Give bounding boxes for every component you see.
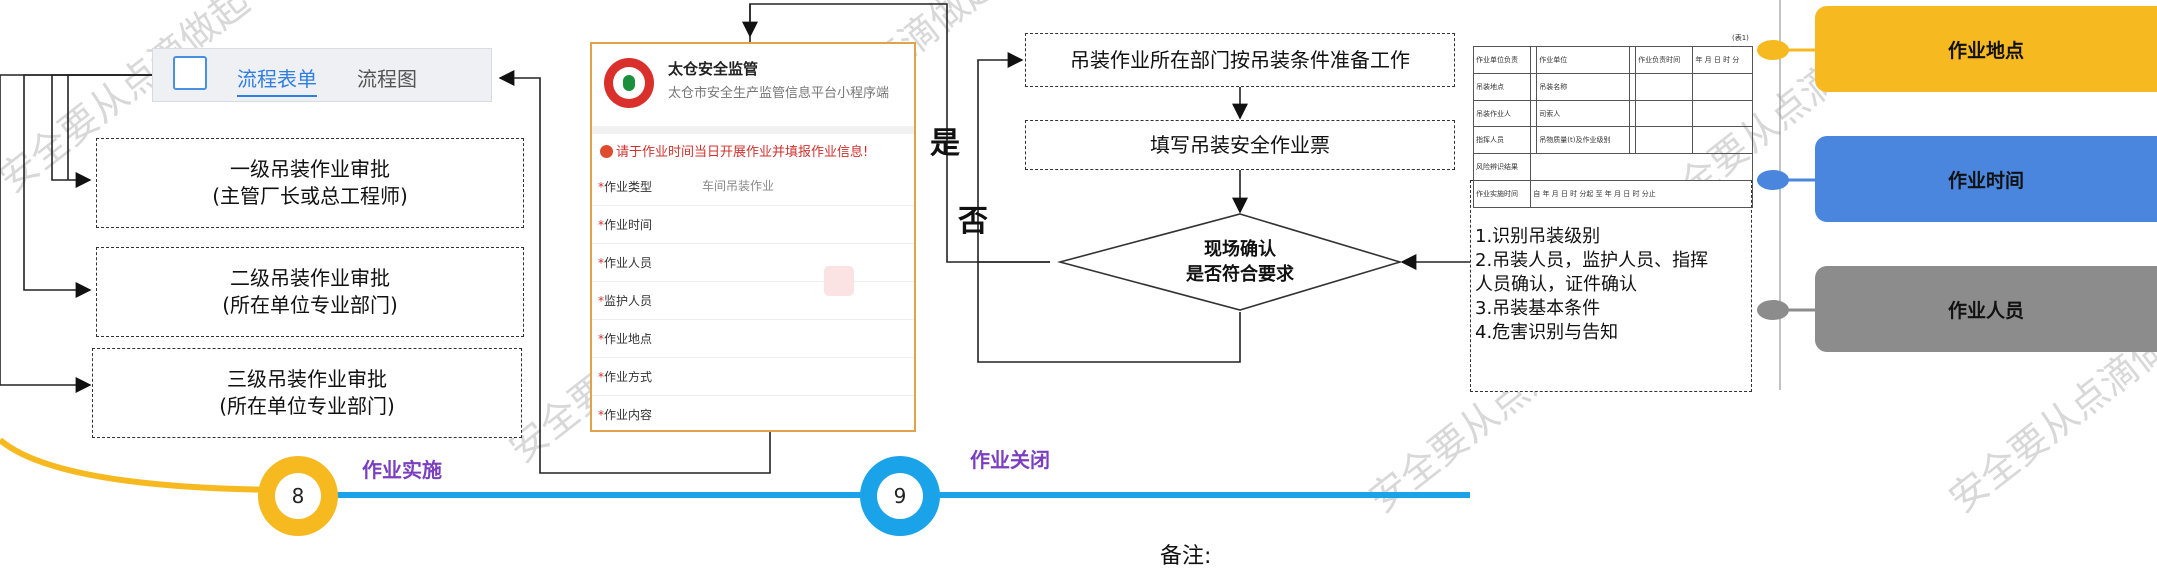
tab-flow-form[interactable]: 流程表单	[237, 63, 317, 97]
checklist-item: 人员确认，证件确认	[1475, 274, 1637, 295]
flow-step-ticket: 填写吊装安全作业票	[1025, 120, 1455, 170]
approval-title: 三级吊装作业审批	[227, 367, 387, 391]
checklist-box: 1.识别吊装级别 2.吊装人员，监护人员、指挥 人员确认，证件确认 3.吊装基本…	[1470, 180, 1752, 392]
field-label: 作业人员	[604, 256, 653, 270]
approval-approver: (所在单位专业部门)	[222, 293, 398, 317]
approval-title: 二级吊装作业审批	[230, 266, 390, 290]
field-value: 车间吊装作业	[702, 179, 775, 193]
capsule-location: 作业地点	[1815, 6, 2157, 92]
warning-text: 请于作业时间当日开展作业并填报作业信息!	[616, 145, 869, 160]
form-row-location[interactable]: *作业地点	[592, 320, 914, 358]
step-text: 填写吊装安全作业票	[1150, 132, 1330, 157]
capsule-label: 作业时间	[1947, 169, 2024, 192]
tab-bar: 流程表单 流程图	[152, 48, 492, 102]
yes-label: 是	[930, 126, 960, 161]
mobile-form: 太仓安全监管 太仓市安全生产监管信息平台小程序端 请于作业时间当日开展作业并填报…	[590, 42, 916, 432]
app-logo-icon	[604, 58, 654, 108]
form-row-time[interactable]: *作业时间	[592, 206, 914, 244]
field-label: 作业内容	[604, 408, 653, 422]
document-icon	[173, 56, 207, 90]
timeline-node-9: 9	[860, 456, 940, 536]
field-label: 监护人员	[604, 294, 653, 308]
no-label: 否	[958, 204, 988, 239]
approval-approver: (主管厂长或总工程师)	[212, 184, 408, 208]
checklist-item: 2.吊装人员，监护人员、指挥	[1475, 250, 1709, 271]
app-title: 太仓安全监管	[668, 60, 759, 78]
capsule-workers: 作业人员	[1815, 266, 2157, 352]
checklist-item: 4.危害识别与告知	[1475, 322, 1619, 343]
capsule-label: 作业人员	[1947, 299, 2024, 322]
warning-banner: 请于作业时间当日开展作业并填报作业信息!	[600, 141, 868, 160]
tab-flow-chart[interactable]: 流程图	[357, 67, 417, 91]
phase-label-implement: 作业实施	[362, 458, 442, 482]
timeline-number: 9	[893, 484, 907, 508]
note-label: 备注:	[1160, 544, 1212, 569]
flow-step-prepare: 吊装作业所在部门按吊装条件准备工作	[1025, 33, 1455, 87]
capsule-time: 作业时间	[1815, 136, 2157, 222]
form-row-guardians[interactable]: *监护人员	[592, 282, 914, 320]
form-row-method[interactable]: *作业方式	[592, 358, 914, 396]
ticket-table: 作业单位负责作业单位作业负责时间年 月 日 时 分 吊装地点吊装名称 吊装作业人…	[1472, 46, 1753, 208]
approval-approver: (所在单位专业部门)	[219, 394, 395, 418]
approval-title: 一级吊装作业审批	[230, 157, 390, 181]
timeline-number: 8	[291, 484, 305, 508]
approval-level-2: 二级吊装作业审批 (所在单位专业部门)	[96, 247, 524, 337]
form-row-workers[interactable]: *作业人员	[592, 244, 914, 282]
approval-level-1: 一级吊装作业审批 (主管厂长或总工程师)	[96, 138, 524, 228]
field-label: 作业方式	[604, 370, 653, 384]
step-text: 吊装作业所在部门按吊装条件准备工作	[1070, 47, 1410, 72]
warning-icon	[600, 145, 613, 158]
timeline-node-8: 8	[258, 456, 338, 536]
field-label: 作业地点	[604, 332, 653, 346]
field-label: 作业时间	[604, 218, 653, 232]
app-subtitle: 太仓市安全生产监管信息平台小程序端	[668, 86, 890, 101]
checklist-item: 1.识别吊装级别	[1475, 226, 1601, 247]
decision-text: 是否符合要求	[1186, 264, 1294, 285]
decision-node: 现场确认 是否符合要求	[1100, 236, 1380, 288]
field-label: 作业类型	[604, 180, 653, 194]
phase-label-close: 作业关闭	[970, 448, 1050, 472]
seal-icon	[824, 266, 854, 296]
form-row-type[interactable]: *作业类型车间吊装作业	[592, 168, 914, 206]
decision-text: 现场确认	[1204, 239, 1276, 260]
checklist-item: 3.吊装基本条件	[1475, 298, 1601, 319]
approval-level-3: 三级吊装作业审批 (所在单位专业部门)	[92, 348, 522, 438]
form-row-content[interactable]: *作业内容	[598, 408, 653, 422]
ticket-corner: (表1)	[1732, 34, 1749, 42]
capsule-label: 作业地点	[1947, 39, 2024, 62]
